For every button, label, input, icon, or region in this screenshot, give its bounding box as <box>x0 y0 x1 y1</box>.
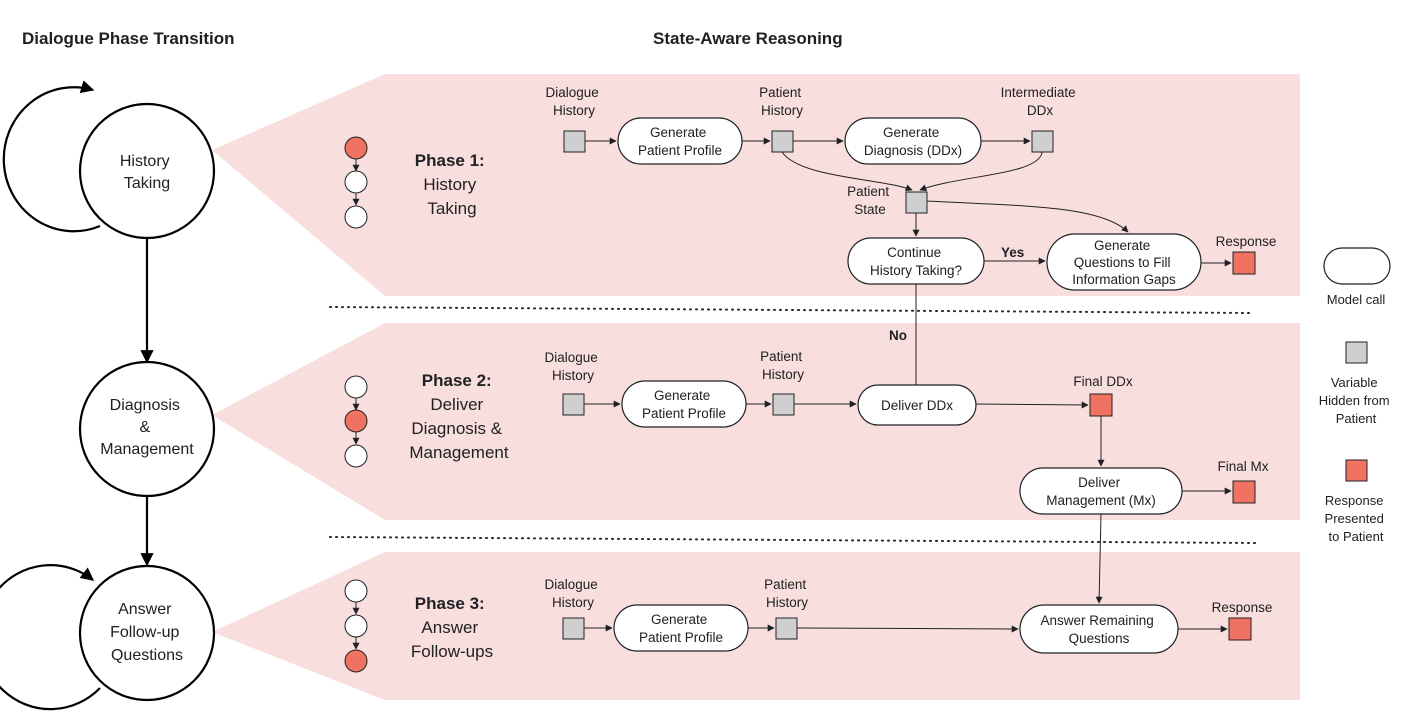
phase3-title: Phase 3: Answer Follow-ups <box>411 594 493 661</box>
p1-dialogue-history-var <box>563 130 586 153</box>
state-history-taking <box>78 102 216 240</box>
self-loop-history-taking <box>2 80 101 233</box>
legend-response-shape <box>1345 459 1368 482</box>
p1-patient-state-label: Patient State <box>847 184 893 217</box>
p3-dialogue-history-var <box>562 617 585 640</box>
p1-patient-history-var <box>771 130 794 153</box>
p1-generate-diagnosis-label: Generate Diagnosis (DDx) <box>864 125 962 158</box>
p2-deliver-ddx <box>857 384 977 426</box>
p3-patient-history-label: Patient History <box>764 577 810 610</box>
separator-1 <box>329 306 1251 314</box>
p1-generate-questions-label: Generate Questions to Fill Information G… <box>1072 238 1176 287</box>
p2-deliver-ddx-label: Deliver DDx <box>881 398 953 413</box>
separator-2 <box>329 536 1256 544</box>
state-diagnosis-management-label: Diagnosis & Management <box>100 397 194 458</box>
p1-response-var <box>1232 251 1256 275</box>
p3-generate-patient-profile-label: Generate Patient Profile <box>639 612 723 645</box>
p1-generate-patient-profile-label: Generate Patient Profile <box>638 125 722 158</box>
p1-intermediate-ddx-label: Intermediate DDx <box>1001 85 1080 118</box>
p2-generate-patient-profile-label: Generate Patient Profile <box>642 388 726 421</box>
p3-response-var <box>1228 617 1252 641</box>
phase2-title: Phase 2: Deliver Diagnosis & Management <box>409 371 509 462</box>
p3-response-label: Response <box>1212 600 1273 615</box>
legend-model-call-shape <box>1323 247 1391 285</box>
phase1-indicator <box>344 136 368 229</box>
header-state-aware-reasoning: State-Aware Reasoning <box>653 29 843 48</box>
header-dialogue-phase-transition: Dialogue Phase Transition <box>22 29 235 48</box>
legend-variable-shape <box>1345 341 1368 364</box>
phase2-indicator <box>344 375 368 468</box>
phase3-indicator <box>344 579 368 673</box>
p1-continue-history-taking-label: Continue History Taking? <box>870 245 962 278</box>
phase2-band <box>212 323 1300 520</box>
p1-response-label: Response <box>1216 234 1277 249</box>
p2-final-ddx-label: Final DDx <box>1073 374 1133 389</box>
p1-yes-label: Yes <box>1001 245 1024 260</box>
p2-dialogue-history-var <box>562 393 585 416</box>
legend-model-call-label: Model call <box>1327 292 1386 307</box>
p3-answer-remaining-questions-label: Answer Remaining Questions <box>1040 613 1157 646</box>
p1-patient-history-label: Patient History <box>759 85 805 118</box>
p3-patient-history-var <box>775 617 798 640</box>
p1-dialogue-history-label: Dialogue History <box>545 85 602 118</box>
legend-variable-label: Variable Hidden from Patient <box>1319 375 1393 426</box>
state-history-taking-label: History Taking <box>120 153 174 192</box>
p2-final-mx-var <box>1232 480 1256 504</box>
p2-patient-history-label: Patient History <box>760 349 806 382</box>
phase1-band <box>212 74 1300 296</box>
legend-response-label: Response Presented to Patient <box>1325 493 1388 544</box>
p2-final-mx-label: Final Mx <box>1217 459 1268 474</box>
p1-generate-questions <box>1046 233 1202 291</box>
p2-dialogue-history-label: Dialogue History <box>544 350 601 383</box>
p1-no-label: No <box>889 328 907 343</box>
phase1-title: Phase 1: History Taking <box>415 151 489 218</box>
p2-deliver-management-label: Deliver Management (Mx) <box>1046 475 1156 508</box>
state-answer-follow-up-label: Answer Follow-up Questions <box>110 601 184 664</box>
p2-patient-history-var <box>772 393 795 416</box>
p2-final-ddx-var <box>1089 393 1113 417</box>
p1-intermediate-ddx-var <box>1031 130 1054 153</box>
p1-patient-state-var <box>905 191 928 214</box>
p3-dialogue-history-label: Dialogue History <box>544 577 601 610</box>
phase3-band <box>212 552 1300 700</box>
self-loop-answer <box>0 564 101 711</box>
state-answer-follow-up <box>78 564 216 702</box>
